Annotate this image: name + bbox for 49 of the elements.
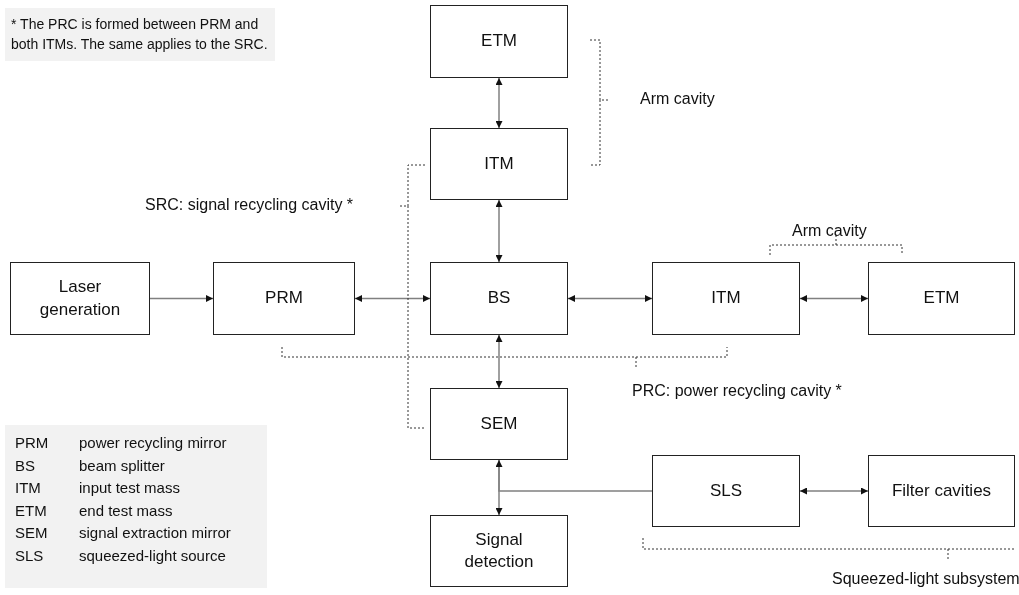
definition: beam splitter	[79, 455, 166, 475]
box-label: ITM	[484, 152, 514, 175]
bracket-label: Arm cavity	[792, 222, 867, 240]
box-label: SLS	[709, 479, 743, 502]
arrow	[495, 77, 503, 129]
abbreviation: ETM	[15, 500, 48, 520]
arrow	[495, 459, 653, 492]
process-box	[868, 262, 1015, 335]
abbreviation: SEM	[15, 523, 49, 543]
definition: end test mass	[79, 500, 174, 520]
box-label: SEM	[480, 412, 518, 435]
definition: power recycling mirror	[79, 433, 228, 453]
definition: input test mass	[79, 478, 181, 498]
process-box	[430, 5, 568, 78]
arrow	[799, 487, 869, 495]
definition: signal extraction mirror	[79, 523, 232, 543]
box-label: Filter cavities	[891, 479, 992, 502]
arrow	[495, 199, 503, 263]
footnote: * The PRC is formed between PRM and both ITMs. The same applies to the SRC.	[5, 8, 275, 61]
definition: squeezed-light source	[79, 545, 227, 565]
bracket-label: PRC: power recycling cavity *	[632, 382, 842, 400]
process-box	[868, 455, 1015, 527]
process-box	[213, 262, 355, 335]
box-label: Signal detection	[463, 528, 535, 573]
box-label: PRM	[265, 287, 303, 310]
process-box	[430, 128, 568, 200]
process-box	[430, 388, 568, 460]
box-label: ETM	[923, 287, 960, 310]
arrow	[799, 295, 869, 302]
bracket-label: SRC: signal recycling cavity *	[145, 196, 354, 214]
abbreviation: BS	[15, 455, 36, 475]
box-label: ITM	[711, 287, 741, 310]
bracket-label: Squeezed-light subsystem	[832, 570, 1019, 588]
abbreviation: ITM	[15, 478, 42, 498]
process-box	[652, 455, 800, 527]
process-box	[430, 515, 568, 587]
process-box	[10, 262, 150, 335]
box-label: ETM	[481, 30, 517, 53]
box-label: BS	[487, 287, 511, 310]
arrow	[495, 334, 503, 389]
box-label: Laser generation	[38, 276, 122, 321]
arrow	[149, 295, 214, 302]
abbreviation: PRM	[15, 433, 50, 453]
bracket-label: Arm cavity	[640, 90, 715, 108]
abbreviation: SLS	[15, 545, 45, 565]
arrow	[354, 295, 431, 302]
process-box	[430, 262, 568, 335]
process-box	[652, 262, 800, 335]
arrow	[567, 295, 653, 302]
